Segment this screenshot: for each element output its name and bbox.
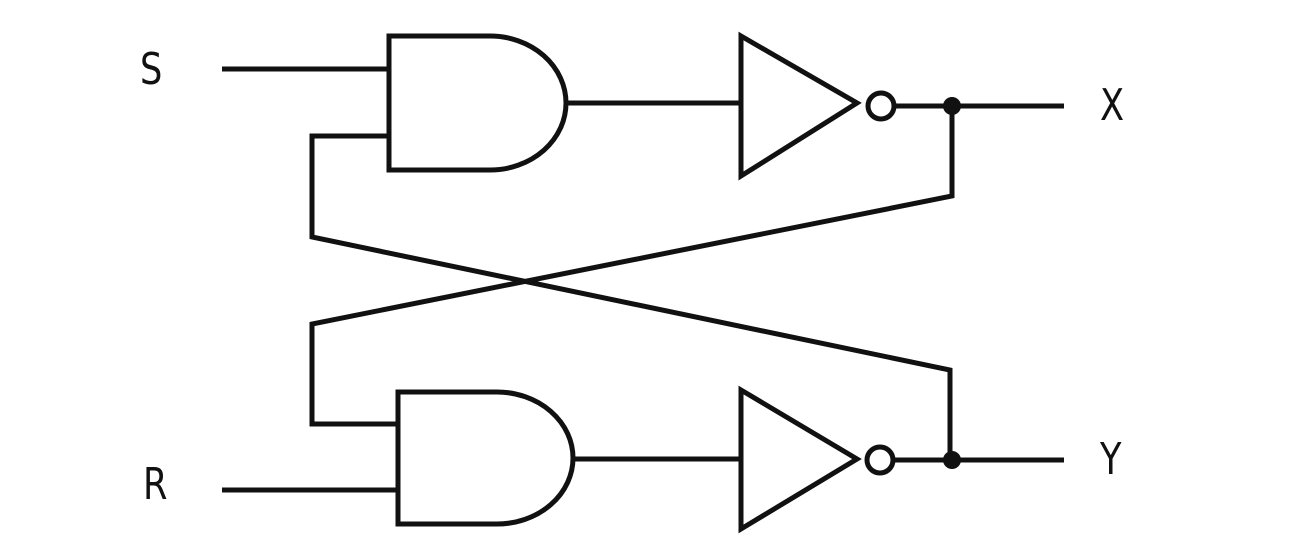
- input-label-r: R: [143, 459, 168, 510]
- wire-feedback-bottom-input: [309, 106, 955, 427]
- and-gate-bottom: [395, 389, 576, 527]
- not-gate-top: [738, 31, 862, 181]
- not-gate-bottom: [738, 385, 862, 534]
- inversion-bubble-bottom: [864, 444, 896, 476]
- junction-dot-bottom: [943, 451, 961, 469]
- inversion-bubble-top: [865, 90, 897, 122]
- output-label-y: Y: [1100, 434, 1122, 485]
- output-label-x: X: [1100, 80, 1125, 131]
- input-label-s: S: [140, 44, 163, 95]
- wire-feedback-top-input: [309, 133, 953, 460]
- and-gate-top: [386, 33, 569, 173]
